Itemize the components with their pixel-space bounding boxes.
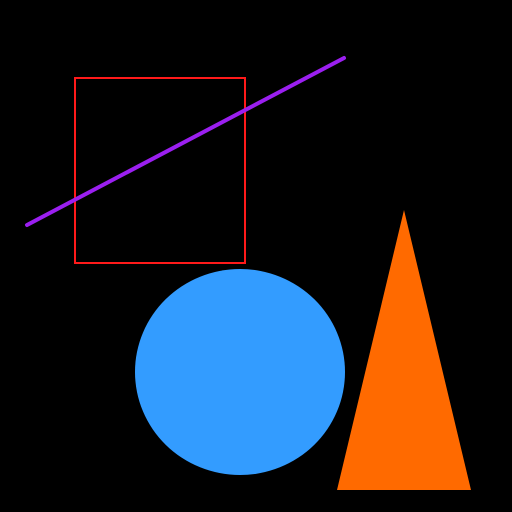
blue-circle <box>135 269 345 475</box>
orange-triangle <box>337 210 471 490</box>
red-outline-rectangle <box>74 77 246 264</box>
purple-line <box>25 56 346 227</box>
